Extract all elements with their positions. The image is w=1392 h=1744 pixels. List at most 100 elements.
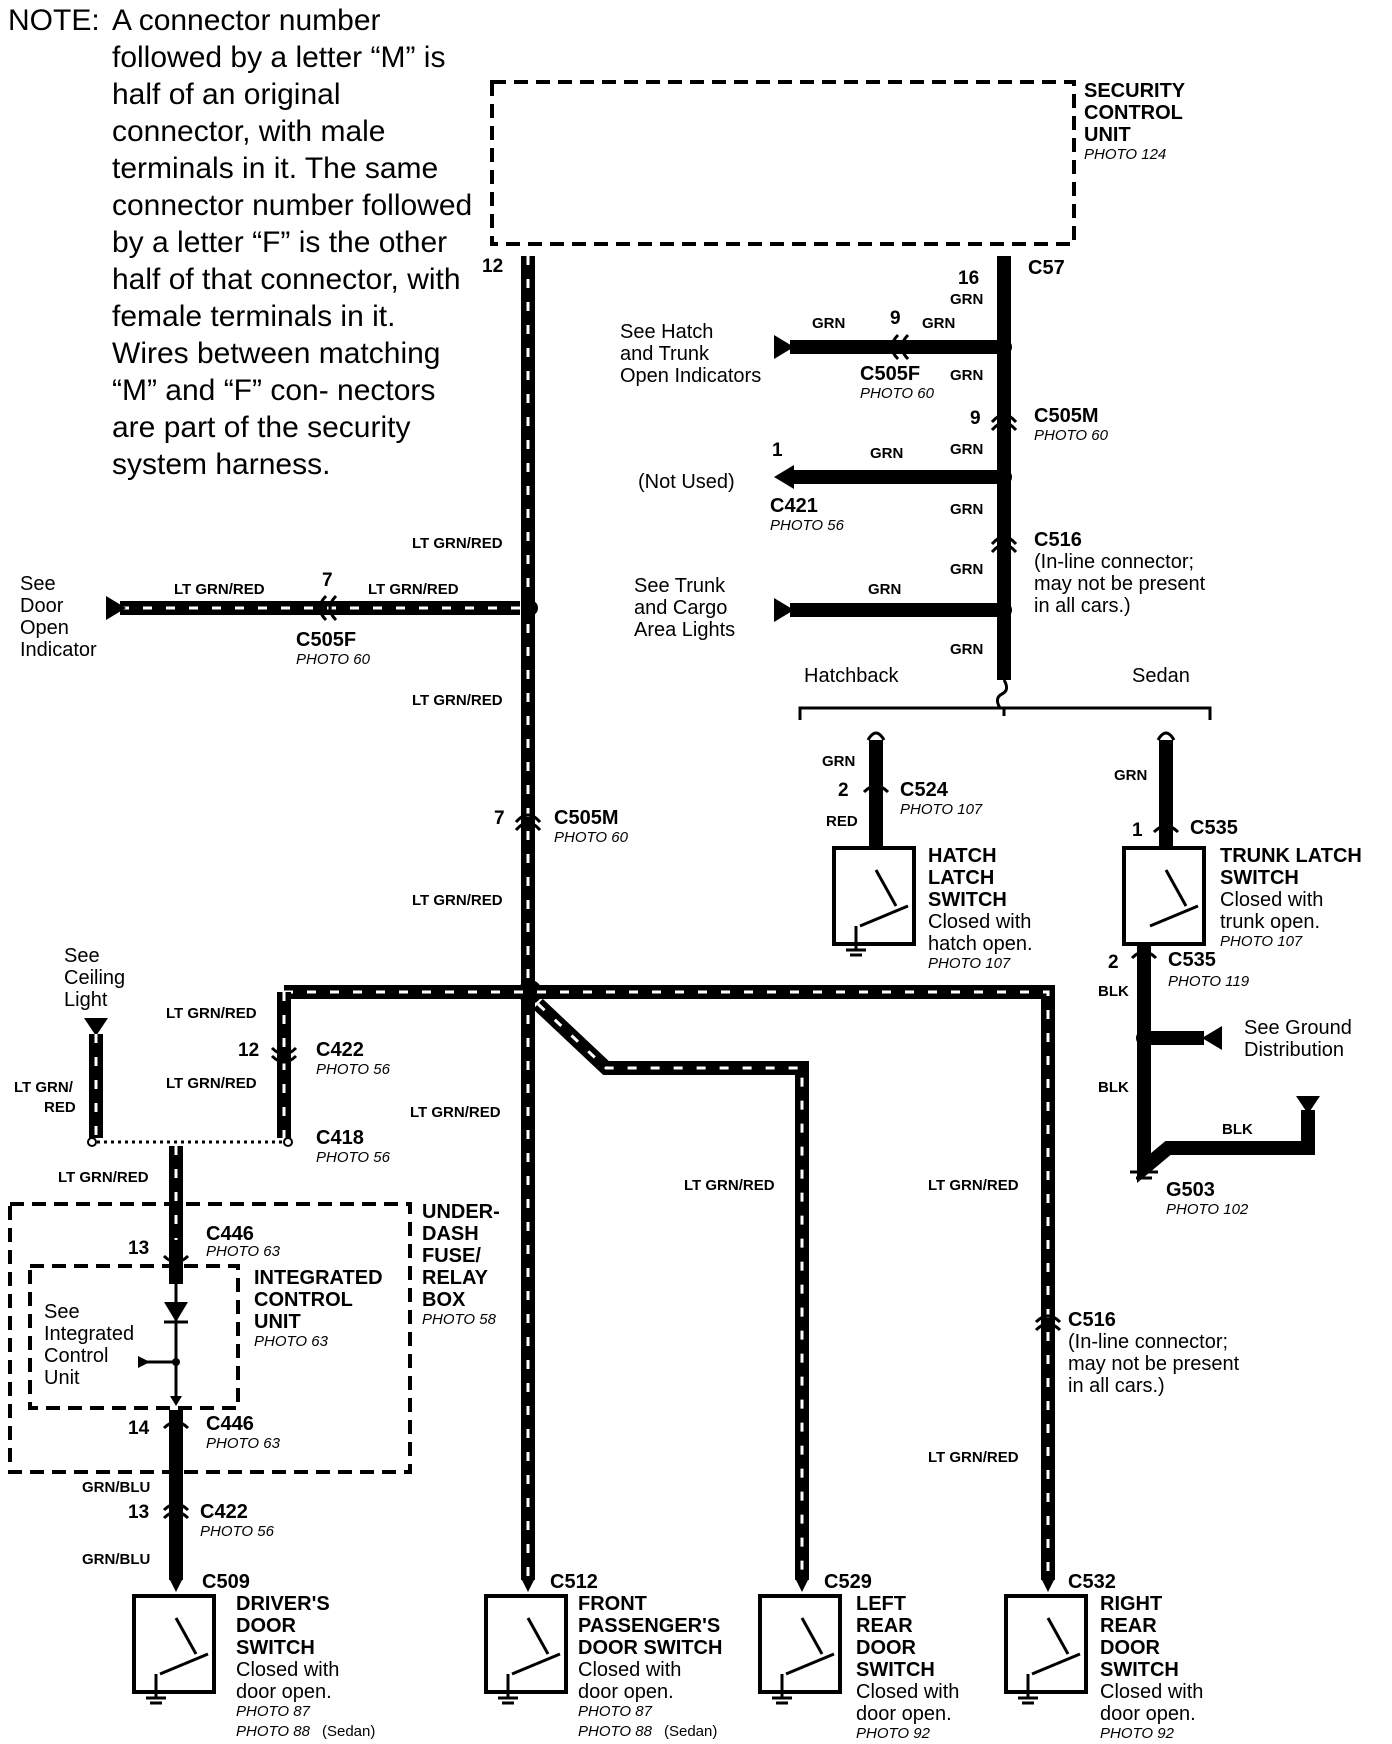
g503-name: G503	[1166, 1179, 1215, 1201]
c516-top-l3: in all cars.)	[1034, 595, 1131, 617]
c505m-right-photo: PHOTO 60	[1034, 427, 1109, 444]
c516-top-l1: (In-line connector;	[1034, 551, 1194, 573]
note-head: NOTE:	[8, 4, 100, 37]
door-open-ref-3: Open	[20, 617, 69, 639]
wire-label-e: LT GRN/RED	[166, 1005, 257, 1022]
ground-dist-arrow-icon	[1202, 1026, 1222, 1050]
c422-bot-connector-icon	[162, 1502, 190, 1520]
driver-sw-l1: DRIVER'S	[236, 1593, 330, 1615]
wire-label-c: LT GRN/RED	[412, 892, 503, 909]
hatch-sw-l1: HATCH	[928, 845, 997, 867]
not-used-arrow-icon	[774, 465, 794, 489]
c516-bot-l2: may not be present	[1068, 1353, 1240, 1375]
icu-box	[28, 1264, 240, 1410]
right-rear-sw-l1: RIGHT	[1100, 1593, 1162, 1615]
c505f-right-photo: PHOTO 60	[860, 385, 935, 402]
splice-door-open	[522, 600, 538, 616]
icu-node	[172, 1358, 180, 1366]
icu-see-4: Unit	[44, 1367, 80, 1389]
icu-l2: CONTROL	[254, 1289, 353, 1311]
c418-photo: PHOTO 56	[316, 1149, 391, 1166]
c505m-left-photo: PHOTO 60	[554, 829, 629, 846]
c532-name: C532	[1068, 1571, 1116, 1593]
ceiling-ref-1: See	[64, 945, 100, 967]
c516-top-name: C516	[1034, 529, 1082, 551]
left-rear-sw-l2: REAR	[856, 1615, 913, 1637]
underdash-photo: PHOTO 58	[422, 1311, 497, 1328]
g503-photo: PHOTO 102	[1166, 1201, 1249, 1218]
underdash-l4: RELAY	[422, 1267, 489, 1289]
grnblu-label-1: GRN/BLU	[82, 1479, 150, 1496]
door-open-ref-2: Door	[20, 595, 64, 617]
trunk-sw-l2: SWITCH	[1220, 867, 1299, 889]
c505f-right-name: C505F	[860, 363, 920, 385]
icu-see-2: Integrated	[44, 1323, 134, 1345]
front-pass-switch-contact-icon	[511, 1617, 561, 1676]
left-rear-arrow-icon	[796, 1580, 808, 1592]
grn-label-2: GRN	[812, 315, 845, 332]
front-pass-sw-l1: FRONT	[578, 1593, 647, 1615]
right-rear-stripe	[284, 990, 1050, 1580]
left-rear-sw-l4: SWITCH	[856, 1659, 935, 1681]
left-rear-wire	[533, 998, 809, 1580]
right-rear-sw-l5: Closed with	[1100, 1681, 1203, 1703]
hatch-sw-l4: Closed with	[928, 911, 1031, 933]
hatch-latch-switch-box	[832, 846, 916, 946]
front-pass-sw-l3: DOOR SWITCH	[578, 1637, 722, 1659]
diode-icon	[164, 1302, 188, 1322]
grn-label-1: GRN	[950, 291, 983, 308]
driver-sw-photo1: PHOTO 87	[236, 1703, 311, 1720]
c422-bot-pin: 13	[128, 1502, 149, 1523]
wire-label-door-2: LT GRN/RED	[368, 581, 459, 598]
door-open-arrow-icon	[106, 596, 126, 620]
front-pass-sw-l4: Closed with	[578, 1659, 681, 1681]
trunk-switch-contact-icon	[1149, 869, 1199, 928]
note-text: NOTE: A connector number followed by a l…	[8, 2, 478, 483]
icu-l3: UNIT	[254, 1311, 301, 1333]
security-unit-label-3: UNIT	[1084, 124, 1131, 146]
driver-switch-contact-icon	[159, 1617, 209, 1676]
c418-name: C418	[316, 1127, 364, 1149]
hatch-trunk-arrow-icon	[774, 335, 794, 359]
front-pass-ground-icon	[498, 1674, 518, 1705]
front-pass-sw-sedan: (Sedan)	[664, 1723, 717, 1740]
trunk-latch-switch-box	[1122, 846, 1206, 946]
c535-bot-pin: 2	[1108, 952, 1119, 973]
wire-label-b: LT GRN/RED	[412, 692, 503, 709]
trunk-sw-photo: PHOTO 107	[1220, 933, 1303, 950]
grn-label-3: GRN	[922, 315, 955, 332]
wire-label-d: LT GRN/RED	[410, 1104, 501, 1121]
grn-break-icon	[995, 679, 1009, 709]
c422-top-name: C422	[316, 1039, 364, 1061]
c421-pin: 1	[772, 440, 783, 461]
grn-label-6: GRN	[870, 445, 903, 462]
c516-top-connector-icon	[990, 535, 1018, 554]
trunk-cargo-ref-1: See Trunk	[634, 575, 726, 597]
c422-top-pin: 12	[238, 1040, 259, 1061]
grn-label-11: GRN	[822, 753, 855, 770]
c512-name: C512	[550, 1571, 598, 1593]
hatch-sw-l3: SWITCH	[928, 889, 1007, 911]
c505f-right-pin: 9	[890, 308, 901, 329]
c535-bot-name: C535	[1168, 949, 1216, 971]
door-open-ref-4: Indicator	[20, 639, 97, 661]
hatch-break-icon	[866, 731, 886, 741]
wire-label-door-1: LT GRN/RED	[174, 581, 265, 598]
right-rear-sw-l2: REAR	[1100, 1615, 1157, 1637]
security-unit-label-2: CONTROL	[1084, 102, 1183, 124]
grn-label-9: GRN	[868, 581, 901, 598]
c421-photo: PHOTO 56	[770, 517, 845, 534]
c422-top-connector-icon	[270, 1046, 298, 1064]
driver-ground-icon	[146, 1674, 166, 1705]
grnblu-label-2: GRN/BLU	[82, 1551, 150, 1568]
icu-see-1: See	[44, 1301, 80, 1323]
icu-l1: INTEGRATED	[254, 1267, 383, 1289]
c446-top-pin: 13	[128, 1238, 149, 1259]
right-rear-ground-icon	[1018, 1674, 1038, 1705]
c505m-left-name: C505M	[554, 807, 618, 829]
g503-ground-icon	[1130, 1170, 1158, 1180]
c516-bot-name: C516	[1068, 1309, 1116, 1331]
c505f-left-photo: PHOTO 60	[296, 651, 371, 668]
c516-bot-l3: in all cars.)	[1068, 1375, 1165, 1397]
c535-bot-connector-icon	[1130, 950, 1158, 960]
